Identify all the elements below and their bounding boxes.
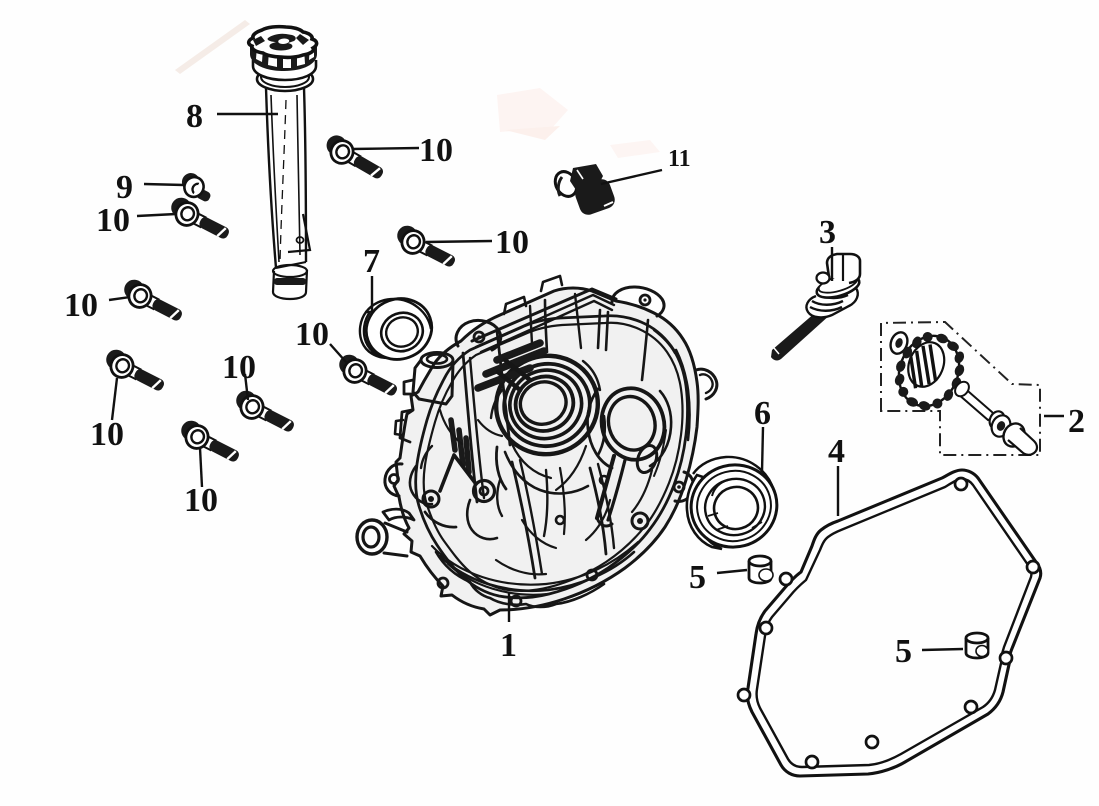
svg-text:5: 5 bbox=[895, 633, 912, 670]
svg-text:8: 8 bbox=[186, 98, 203, 135]
svg-text:10: 10 bbox=[90, 416, 124, 453]
svg-text:4: 4 bbox=[828, 433, 845, 470]
svg-text:2: 2 bbox=[1068, 403, 1085, 440]
svg-text:10: 10 bbox=[184, 482, 218, 519]
svg-text:5: 5 bbox=[689, 559, 706, 596]
svg-text:10: 10 bbox=[96, 202, 130, 239]
svg-text:10: 10 bbox=[64, 287, 98, 324]
svg-text:10: 10 bbox=[495, 224, 529, 261]
svg-text:7: 7 bbox=[363, 243, 380, 280]
svg-text:10: 10 bbox=[222, 349, 256, 386]
svg-text:1: 1 bbox=[500, 627, 517, 664]
svg-text:3: 3 bbox=[819, 214, 836, 251]
svg-text:10: 10 bbox=[419, 132, 453, 169]
svg-text:9: 9 bbox=[116, 169, 133, 206]
svg-text:6: 6 bbox=[754, 395, 771, 432]
svg-text:11: 11 bbox=[668, 146, 691, 172]
svg-text:10: 10 bbox=[295, 316, 329, 353]
